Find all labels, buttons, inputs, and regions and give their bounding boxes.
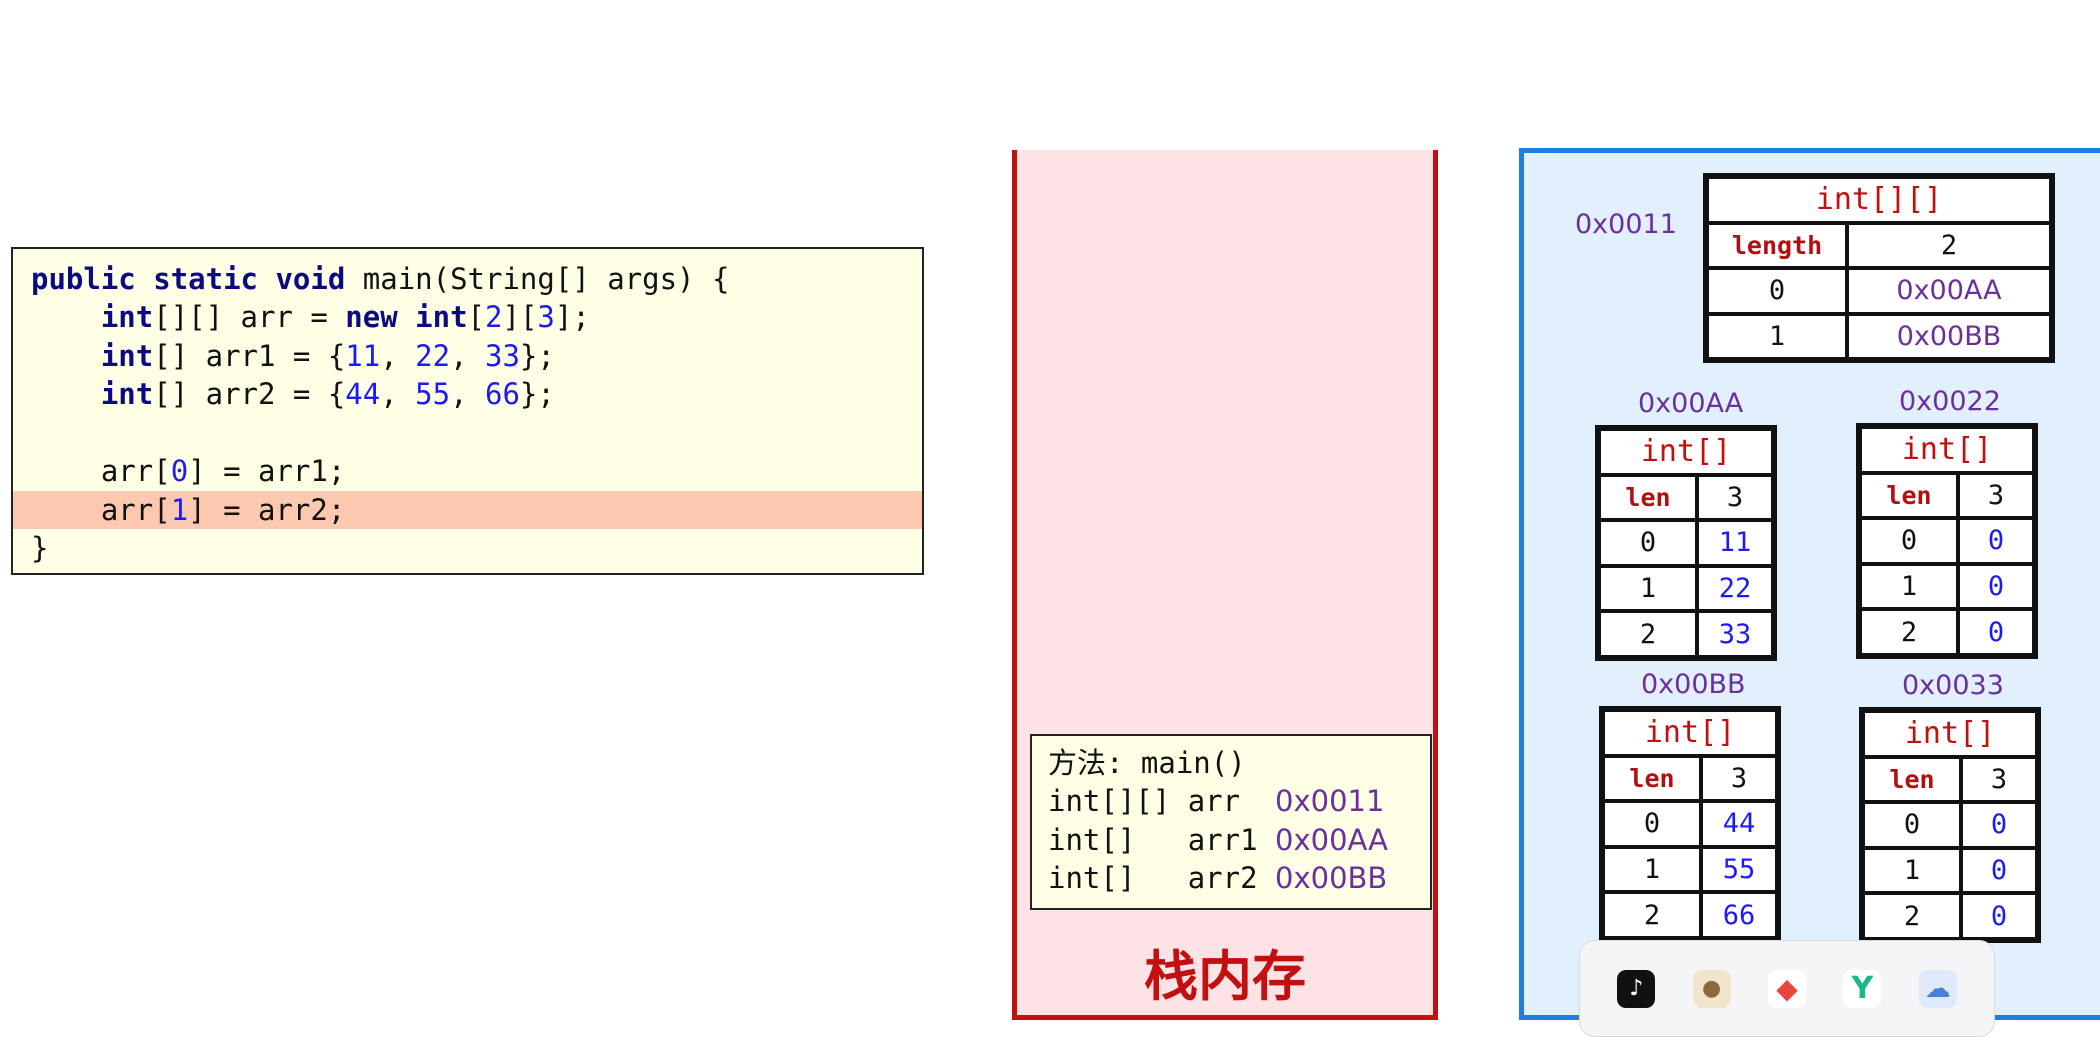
array-type: int[] <box>1860 427 2034 473</box>
array-value: 0 <box>1958 518 2034 564</box>
code-line: public static void main(String[] args) { <box>31 262 730 296</box>
array-value: 0 <box>1958 563 2034 610</box>
outer-array-address: 0x0011 <box>1575 209 1677 240</box>
vscode-icon[interactable]: ◆ <box>1767 969 1806 1008</box>
code-line: int[] arr2 = {44, 55, 66}; <box>100 377 555 411</box>
array-type: int[] <box>1599 429 1773 475</box>
stack-title: 栈内存 <box>1144 945 1306 1008</box>
outer-array-type: int[][] <box>1707 177 2051 223</box>
array-value: 55 <box>1701 846 1777 893</box>
array-box: int[] len 3 0 11 1 22 2 33 <box>1595 425 1777 661</box>
array-index: 0 <box>1860 518 1958 564</box>
outer-value: 0x00AA <box>1847 268 2051 314</box>
array-index: 2 <box>1860 609 1958 655</box>
code-line: int[] arr1 = {11, 22, 33}; <box>100 339 555 373</box>
len-label: len <box>1599 474 1697 521</box>
stack-frame-main: 方法: main() int[][] arr 0x0011 int[] arr1… <box>1030 734 1432 910</box>
outer-array-box: int[][] length 2 0 0x00AA 1 0x00BB <box>1703 173 2055 363</box>
array-value: 33 <box>1697 611 1773 657</box>
array-type: int[] <box>1863 711 2037 757</box>
len-value: 3 <box>1961 756 2037 803</box>
array-value: 44 <box>1701 801 1777 847</box>
code-line <box>13 414 922 452</box>
frame-var-arr: int[][] arr 0x0011 <box>1048 784 1385 818</box>
code-panel: public static void main(String[] args) {… <box>11 247 924 575</box>
array-value: 0 <box>1961 893 2037 939</box>
array-address: 0x0033 <box>1902 670 2004 701</box>
outer-length-value: 2 <box>1847 222 2051 268</box>
array-box: int[] len 3 0 0 1 0 2 0 <box>1856 423 2038 659</box>
len-value: 3 <box>1697 474 1773 521</box>
cloud-icon[interactable]: ☁ <box>1918 969 1957 1008</box>
array-index: 0 <box>1599 520 1697 566</box>
array-value: 11 <box>1697 520 1773 566</box>
tiktok-icon[interactable]: ♪ <box>1617 969 1656 1008</box>
array-index: 2 <box>1863 893 1961 939</box>
array-type: int[] <box>1603 710 1777 756</box>
len-value: 3 <box>1958 472 2034 519</box>
code-line: } <box>31 531 49 565</box>
tree-icon[interactable]: Y <box>1843 969 1882 1008</box>
array-index: 2 <box>1603 892 1701 938</box>
array-value: 0 <box>1958 609 2034 655</box>
array-index: 1 <box>1860 563 1958 610</box>
frame-var-arr1: int[] arr1 0x00AA <box>1048 823 1389 857</box>
len-label: len <box>1603 755 1701 802</box>
code-line-highlighted: arr[1] = arr2; <box>13 491 922 529</box>
array-box: int[] len 3 0 44 1 55 2 66 <box>1599 706 1781 942</box>
array-index: 1 <box>1603 846 1701 893</box>
array-index: 1 <box>1599 565 1697 612</box>
len-label: len <box>1863 756 1961 803</box>
taskbar-dock: ♪ ● ◆ Y ☁ <box>1579 940 1995 1037</box>
array-index: 0 <box>1863 802 1961 848</box>
outer-value: 0x00BB <box>1847 313 2051 359</box>
array-index: 0 <box>1603 801 1701 847</box>
heap-memory: 0x0011 int[][] length 2 0 0x00AA 1 0x00B… <box>1519 148 2100 1020</box>
cat-icon[interactable]: ● <box>1692 969 1731 1008</box>
array-value: 0 <box>1961 847 2037 894</box>
array-index: 1 <box>1863 847 1961 894</box>
array-address: 0x00BB <box>1641 669 1746 700</box>
array-value: 0 <box>1961 802 2037 848</box>
stack-memory: 方法: main() int[][] arr 0x0011 int[] arr1… <box>1012 150 1438 1020</box>
len-value: 3 <box>1701 755 1777 802</box>
array-value: 66 <box>1701 892 1777 938</box>
array-index: 2 <box>1599 611 1697 657</box>
code-line: arr[0] = arr1; <box>31 454 346 488</box>
code-line: int[][] arr = new int[2][3]; <box>100 300 590 334</box>
outer-index: 0 <box>1707 268 1847 314</box>
frame-method-label: 方法: main() <box>1048 746 1246 780</box>
array-box: int[] len 3 0 0 1 0 2 0 <box>1859 707 2041 943</box>
outer-length-label: length <box>1707 222 1847 268</box>
array-address: 0x00AA <box>1638 388 1744 419</box>
array-value: 22 <box>1697 565 1773 612</box>
frame-var-arr2: int[] arr2 0x00BB <box>1048 861 1388 895</box>
array-address: 0x0022 <box>1899 386 2001 417</box>
outer-index: 1 <box>1707 313 1847 359</box>
len-label: len <box>1860 472 1958 519</box>
